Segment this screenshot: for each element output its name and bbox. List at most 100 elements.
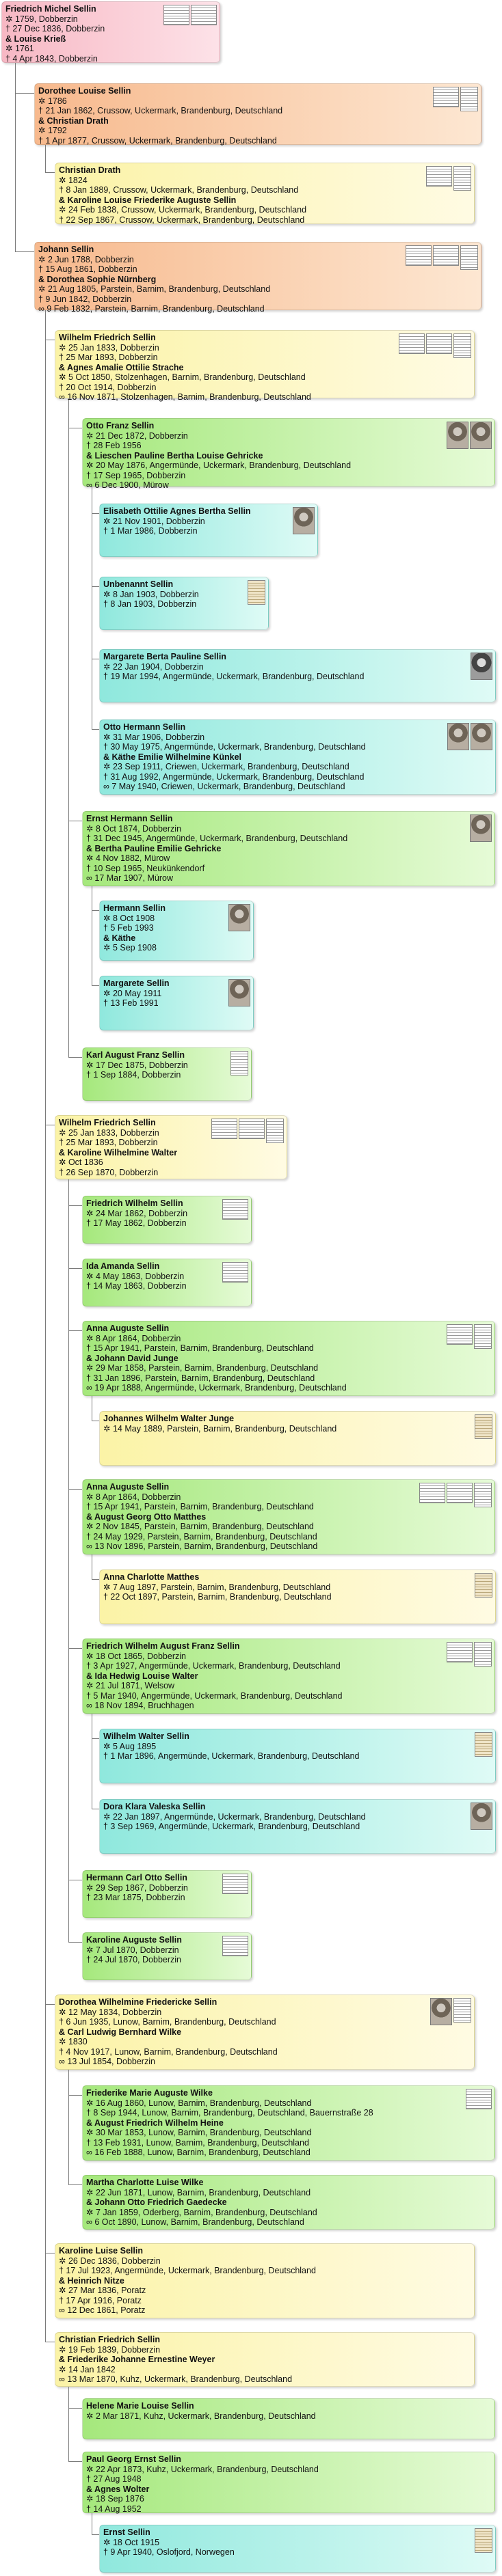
person-name[interactable]: Hermann Sellin: [103, 903, 166, 913]
document-scan-thumbnail[interactable]: [453, 1998, 471, 2023]
spouse-name[interactable]: & Johann Otto Friedrich Gaedecke: [86, 2197, 227, 2207]
person-card[interactable]: Christian Drath✲ 1824† 8 Jan 1889, Cruss…: [55, 163, 475, 225]
document-scan-thumbnail[interactable]: [474, 1483, 492, 1507]
spouse-name[interactable]: & Johann David Junge: [86, 1353, 179, 1363]
document-scan-thumbnail[interactable]: [433, 245, 459, 266]
person-card[interactable]: Johann Sellin✲ 2 Jun 1788, Dobberzin† 15…: [34, 242, 481, 314]
document-scan-thumbnail[interactable]: [447, 1483, 473, 1503]
document-scan-thumbnail[interactable]: [239, 1119, 265, 1139]
person-name[interactable]: Anna Auguste Sellin: [86, 1324, 170, 1333]
person-card[interactable]: Wilhelm Friedrich Sellin✲ 25 Jan 1833, D…: [55, 1115, 287, 1179]
document-scan-thumbnail[interactable]: [248, 580, 265, 605]
person-card[interactable]: Margarete Sellin✲ 20 May 1911† 13 Feb 19…: [99, 976, 254, 1030]
person-card[interactable]: Anna Auguste Sellin✲ 8 Apr 1864, Dobberz…: [82, 1321, 495, 1396]
document-scan-thumbnail[interactable]: [475, 1414, 492, 1439]
document-scan-thumbnail[interactable]: [230, 1051, 248, 1075]
person-card[interactable]: Helene Marie Louise Sellin✲ 2 Mar 1871, …: [82, 2398, 495, 2439]
portrait-photo-thumbnail[interactable]: [293, 507, 315, 534]
document-scan-thumbnail[interactable]: [474, 1642, 492, 1667]
person-card[interactable]: Johannes Wilhelm Walter Junge✲ 14 May 18…: [99, 1411, 496, 1466]
person-card[interactable]: Paul Georg Ernst Sellin✲ 22 Apr 1873, Ku…: [82, 2452, 495, 2514]
document-scan-thumbnail[interactable]: [475, 1732, 492, 1757]
person-name[interactable]: Karoline Luise Sellin: [59, 2246, 143, 2256]
document-scan-thumbnail[interactable]: [453, 333, 471, 358]
person-name[interactable]: Friedrich Wilhelm August Franz Sellin: [86, 1641, 240, 1651]
person-card[interactable]: Anna Charlotte Matthes✲ 7 Aug 1897, Pars…: [99, 1570, 496, 1624]
person-name[interactable]: Friedrich Wilhelm Sellin: [86, 1198, 183, 1208]
person-card[interactable]: Dorothea Wilhelmine Friedericke Sellin✲ …: [55, 1995, 475, 2070]
person-name[interactable]: Ernst Hermann Sellin: [86, 814, 173, 823]
person-name[interactable]: Ernst Sellin: [103, 2527, 150, 2537]
person-name[interactable]: Wilhelm Walter Sellin: [103, 1731, 189, 1741]
document-scan-thumbnail[interactable]: [475, 2528, 492, 2553]
document-scan-thumbnail[interactable]: [475, 1573, 492, 1598]
person-name[interactable]: Ida Amanda Sellin: [86, 1261, 160, 1271]
person-name[interactable]: Christian Drath: [59, 165, 121, 175]
portrait-photo-thumbnail[interactable]: [470, 814, 492, 842]
document-scan-thumbnail[interactable]: [474, 1324, 492, 1349]
person-card[interactable]: Dorothee Louise Sellin✲ 1786† 21 Jan 186…: [34, 83, 481, 146]
person-name[interactable]: Karoline Auguste Sellin: [86, 1935, 182, 1945]
spouse-name[interactable]: & Dorothea Sophie Nürnberg: [38, 274, 157, 284]
document-scan-thumbnail[interactable]: [453, 166, 471, 191]
person-name[interactable]: Elisabeth Ottilie Agnes Bertha Sellin: [103, 506, 251, 516]
document-scan-thumbnail[interactable]: [399, 333, 425, 354]
spouse-name[interactable]: & Agnes Wolter: [86, 2484, 150, 2494]
person-card[interactable]: Hermann Carl Otto Sellin✲ 29 Sep 1867, D…: [82, 1870, 252, 1918]
document-scan-thumbnail[interactable]: [163, 5, 189, 25]
person-name[interactable]: Unbenannt Sellin: [103, 579, 174, 589]
person-card[interactable]: Margarete Berta Pauline Sellin✲ 22 Jan 1…: [99, 649, 496, 702]
person-card[interactable]: Friederike Marie Auguste Wilke✲ 16 Aug 1…: [82, 2085, 495, 2161]
person-name[interactable]: Dora Klara Valeska Sellin: [103, 1802, 206, 1811]
portrait-photo-thumbnail[interactable]: [447, 422, 468, 449]
person-card[interactable]: Martha Charlotte Luise Wilke✲ 22 Jun 187…: [82, 2175, 495, 2230]
person-card[interactable]: Wilhelm Walter Sellin✲ 5 Aug 1895† 1 Mar…: [99, 1729, 496, 1783]
document-scan-thumbnail[interactable]: [222, 1874, 248, 1894]
document-scan-thumbnail[interactable]: [222, 1199, 248, 1220]
portrait-photo-thumbnail[interactable]: [228, 979, 250, 1006]
person-card[interactable]: Friedrich Michel Sellin✲ 1759, Dobberzin…: [1, 1, 220, 64]
person-name[interactable]: Martha Charlotte Luise Wilke: [86, 2178, 204, 2187]
spouse-name[interactable]: & Käthe: [103, 933, 136, 943]
person-card[interactable]: Ernst Sellin✲ 18 Oct 1915† 9 Apr 1940, O…: [99, 2525, 496, 2573]
person-card[interactable]: Karoline Auguste Sellin✲ 7 Jul 1870, Dob…: [82, 1932, 252, 1980]
person-card[interactable]: Hermann Sellin✲ 8 Oct 1908† 5 Feb 1993& …: [99, 901, 254, 961]
document-scan-thumbnail[interactable]: [222, 1936, 248, 1956]
person-name[interactable]: Dorothee Louise Sellin: [38, 86, 131, 96]
person-card[interactable]: Dora Klara Valeska Sellin✲ 22 Jan 1897, …: [99, 1799, 496, 1854]
person-card[interactable]: Otto Franz Sellin✲ 21 Dec 1872, Dobberzi…: [82, 418, 495, 490]
person-name[interactable]: Wilhelm Friedrich Sellin: [59, 1118, 156, 1127]
portrait-photo-thumbnail[interactable]: [470, 422, 492, 449]
document-scan-thumbnail[interactable]: [460, 245, 478, 270]
person-name[interactable]: Dorothea Wilhelmine Friedericke Sellin: [59, 1997, 217, 2007]
document-scan-thumbnail[interactable]: [426, 333, 452, 354]
person-name[interactable]: Otto Franz Sellin: [86, 421, 155, 430]
person-name[interactable]: Anna Charlotte Matthes: [103, 1572, 200, 1582]
person-card[interactable]: Unbenannt Sellin✲ 8 Jan 1903, Dobberzin†…: [99, 577, 269, 630]
person-card[interactable]: Friedrich Wilhelm August Franz Sellin✲ 1…: [82, 1639, 495, 1714]
document-scan-thumbnail[interactable]: [406, 245, 432, 266]
spouse-name[interactable]: & Heinrich Nitze: [59, 2275, 124, 2286]
person-name[interactable]: Margarete Sellin: [103, 978, 170, 988]
document-scan-thumbnail[interactable]: [447, 1324, 473, 1345]
document-scan-thumbnail[interactable]: [466, 2089, 492, 2109]
person-card[interactable]: Christian Friedrich Sellin✲ 19 Feb 1839,…: [55, 2332, 475, 2387]
person-name[interactable]: Hermann Carl Otto Sellin: [86, 1873, 187, 1882]
person-name[interactable]: Otto Hermann Sellin: [103, 722, 186, 732]
spouse-name[interactable]: & Agnes Amalie Ottilie Strache: [59, 362, 184, 372]
spouse-name[interactable]: & Carl Ludwig Bernhard Wilke: [59, 2027, 182, 2037]
spouse-name[interactable]: & Christian Drath: [38, 115, 109, 126]
document-scan-thumbnail[interactable]: [419, 1483, 445, 1503]
portrait-photo-thumbnail[interactable]: [430, 1998, 452, 2025]
portrait-photo-thumbnail[interactable]: [447, 723, 469, 750]
document-scan-thumbnail[interactable]: [433, 87, 459, 107]
person-card[interactable]: Karoline Luise Sellin✲ 26 Dec 1836, Dobb…: [55, 2243, 475, 2318]
spouse-name[interactable]: & Käthe Emilie Wilhelmine Künkel: [103, 752, 242, 762]
spouse-name[interactable]: & Louise Krieß: [5, 33, 66, 44]
person-name[interactable]: Wilhelm Friedrich Sellin: [59, 333, 156, 342]
spouse-name[interactable]: & Bertha Pauline Emilie Gehricke: [86, 843, 222, 853]
spouse-name[interactable]: & Ida Hedwig Louise Walter: [86, 1671, 198, 1681]
portrait-photo-thumbnail[interactable]: [471, 1803, 492, 1830]
portrait-photo-thumbnail[interactable]: [228, 904, 250, 931]
portrait-photo-thumbnail[interactable]: [471, 653, 492, 680]
